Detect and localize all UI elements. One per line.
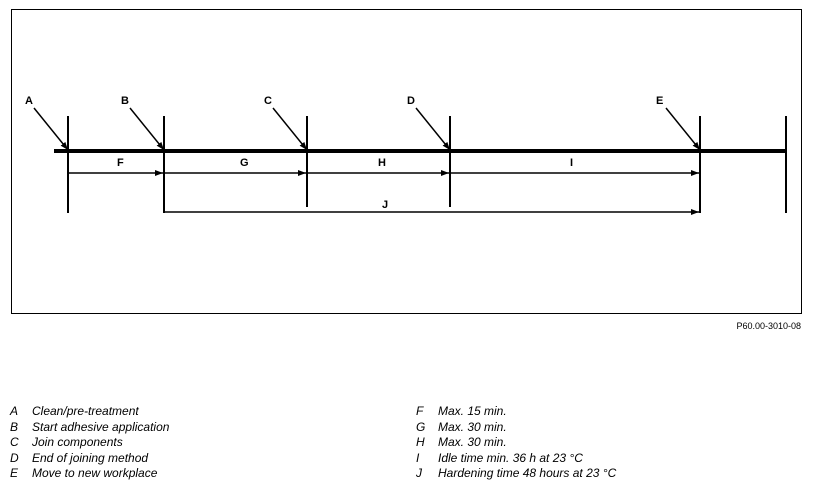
legend-key: F — [416, 404, 424, 418]
legend-text: Max. 15 min. — [438, 404, 507, 418]
legend-item: D End of joining method — [10, 451, 169, 467]
legend-markers: A Clean/pre-treatment B Start adhesive app… — [10, 404, 169, 482]
legend-item: H Max. 30 min. — [416, 435, 616, 451]
interval-label-h: H — [378, 157, 386, 169]
legend-item: F Max. 15 min. — [416, 404, 616, 420]
legend-text: Start adhesive application — [32, 419, 170, 434]
legend-text: Join components — [32, 435, 123, 449]
legend-key: D — [10, 450, 19, 465]
pointer-arrow-b — [129, 107, 165, 151]
interval-label-g: G — [240, 157, 249, 169]
marker-label-a: A — [25, 95, 33, 107]
legend-text: Idle time min. 36 h at 23 °C — [438, 450, 583, 465]
interval-label-j: J — [382, 199, 388, 211]
marker-label-e: E — [656, 95, 663, 107]
legend-key: J — [416, 466, 422, 480]
legend-key: H — [416, 435, 425, 449]
marker-label-c: C — [264, 95, 272, 107]
legend-item: J Hardening time 48 hours at 23 °C — [416, 466, 616, 482]
legend-key: C — [10, 435, 19, 449]
legend-item: A Clean/pre-treatment — [10, 404, 169, 420]
legend-key: I — [416, 450, 420, 465]
marker-label-b: B — [121, 95, 129, 107]
legend-text: Move to new workplace — [32, 466, 158, 480]
diagram-frame — [11, 9, 802, 314]
legend-item: C Join components — [10, 435, 169, 451]
legend-key: A — [10, 404, 19, 418]
legend-key: G — [416, 419, 426, 434]
legend-key: B — [10, 419, 19, 434]
figure-reference: P60.00-3010-08 — [736, 321, 801, 331]
pointer-arrow-a — [33, 107, 69, 151]
pointer-arrow-d — [415, 107, 451, 151]
legend-item: G Max. 30 min. — [416, 420, 616, 436]
legend-text: Max. 30 min. — [438, 435, 507, 449]
legend-text: Clean/pre-treatment — [32, 404, 139, 418]
legend-intervals: F Max. 15 min. G Max. 30 min. H Max. 30 min… — [416, 404, 616, 482]
timeline-diagram: A B C D E F G H I J — [25, 95, 787, 215]
legend-text: Hardening time 48 hours at 23 °C — [438, 466, 617, 480]
legend-text: End of joining method — [32, 450, 149, 465]
interval-label-f: F — [117, 157, 124, 169]
legend-item: B Start adhesive application — [10, 420, 169, 436]
pointer-arrow-c — [272, 107, 308, 151]
legend-text: Max. 30 min. — [438, 419, 507, 434]
interval-label-i: I — [570, 157, 573, 169]
pointer-arrow-e — [665, 107, 701, 151]
legend-item: E Move to new workplace — [10, 466, 169, 482]
legend-key: E — [10, 466, 19, 480]
marker-label-d: D — [407, 95, 415, 107]
legend-item: I Idle time min. 36 h at 23 °C — [416, 451, 616, 467]
